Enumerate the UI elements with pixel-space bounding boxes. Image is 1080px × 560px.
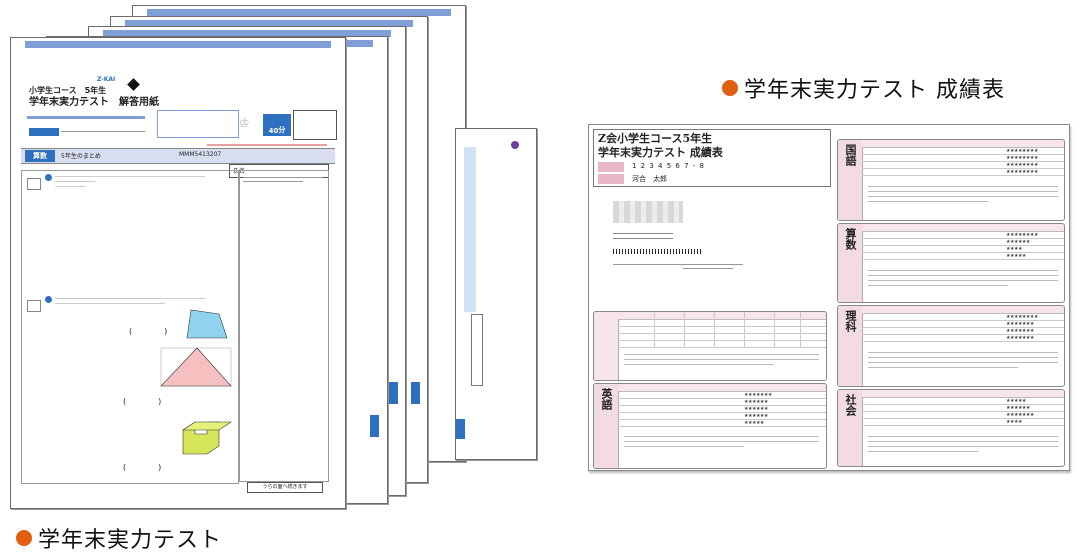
math-comment-lines xyxy=(868,266,1058,290)
member-no: 1 2 3 4 5 6 7 - 8 xyxy=(632,162,705,170)
social-comment-lines xyxy=(868,432,1058,456)
caption-dot-icon xyxy=(16,530,32,546)
section-tab xyxy=(370,415,379,437)
trapezoid-figure xyxy=(186,309,228,339)
code-lines xyxy=(613,261,743,272)
score-box xyxy=(293,110,337,140)
score-graph: ★★★★★★★★★★★★★★★★★★★★★★ xyxy=(1006,398,1034,425)
question-2-marker-icon xyxy=(45,296,52,303)
section-tab xyxy=(411,382,420,404)
subject-name: 国語 xyxy=(844,144,857,166)
time-value: 40 xyxy=(268,127,279,135)
english-comment-lines xyxy=(624,432,819,451)
subject-panel-science: 理科 ★★★★★★★★★★★★★★★★★★★★★★★★★★★★★ xyxy=(837,305,1065,387)
score-graph: ★★★★★★★★★★★★★★★★★★★★★★★★★★★★★★★★ xyxy=(1006,148,1038,175)
subject-panel-japanese: 国語 ★★★★★★★★★★★★★★★★★★★★★★★★★★★★★★★★ xyxy=(837,139,1065,221)
subject-panel-math: 算数 ★★★★★★★★★★★★★★★★★★★★★★★ xyxy=(837,223,1065,303)
problem-lines-1 xyxy=(55,172,205,191)
overall-side xyxy=(594,312,619,380)
brand-logo: Z-KAI xyxy=(97,76,116,83)
english-side: 英語 xyxy=(594,384,619,468)
reference-sheet xyxy=(455,128,537,460)
japanese-comment-lines xyxy=(868,182,1058,206)
date-badge xyxy=(29,128,59,136)
answer-frame xyxy=(21,170,239,484)
score-graph: ★★★★★★★★★★★★★★★★★★★★★★★★★★★★★ xyxy=(1006,314,1038,341)
member-no-badge xyxy=(598,162,624,172)
report-caption-text: 学年末実力テスト 成績表 xyxy=(744,78,1005,103)
student-name: 河合 太郎 xyxy=(632,175,667,183)
unit-label: 5年生のまとめ xyxy=(61,153,101,160)
section-tab xyxy=(389,382,398,404)
report-title-block: Z会小学生コース5年生 学年末実力テスト 成績表 1 2 3 4 5 6 7 -… xyxy=(593,129,831,187)
subject-bar: 算数 5年生のまとめ MMM5413207 xyxy=(21,148,335,164)
crown-icon: ♔ xyxy=(239,116,250,130)
reference-strip xyxy=(464,147,476,312)
next-page-button[interactable]: うらの面へ続きます xyxy=(247,482,323,493)
subject-label: 算数 xyxy=(25,150,55,162)
diamond-icon xyxy=(127,78,140,91)
math-side: 算数 xyxy=(838,224,863,302)
report-title-line2: 学年末実力テスト 成績表 xyxy=(598,146,723,159)
time-unit: 分 xyxy=(278,126,286,134)
subject-name: 英語 xyxy=(600,388,613,410)
question-1-marker-icon xyxy=(45,174,52,181)
date-rule xyxy=(61,131,145,132)
answer-blank[interactable]: ( ) xyxy=(129,327,168,336)
subject-name: 理科 xyxy=(844,310,857,332)
subject-panel-english: 英語 ★★★★★★★★★★★★★★★★★★★★★★★★★★★★★★ xyxy=(593,383,827,469)
overall-score-panel xyxy=(593,311,827,381)
report-card: Z会小学生コース5年生 学年末実力テスト 成績表 1 2 3 4 5 6 7 -… xyxy=(588,124,1070,471)
sheet-code: MMM5413207 xyxy=(179,151,222,158)
answer-box xyxy=(471,314,483,386)
answer-blank[interactable]: ( ) xyxy=(123,463,162,472)
japanese-side: 国語 xyxy=(838,140,863,220)
sheet-title: 学年末実力テスト 解答用紙 xyxy=(29,97,159,108)
report-caption: 学年末実力テスト 成績表 xyxy=(722,72,1005,104)
memo-frame xyxy=(239,170,329,482)
science-side: 理科 xyxy=(838,306,863,386)
barcode xyxy=(613,249,703,254)
question-marker-icon xyxy=(511,141,519,149)
science-comment-lines xyxy=(868,348,1058,372)
subject-panel-social: 社会 ★★★★★★★★★★★★★★★★★★★★★★ xyxy=(837,389,1065,467)
caption-dot-icon xyxy=(722,80,738,96)
solid-figure xyxy=(182,421,232,455)
section-tab xyxy=(456,419,465,439)
triangle-figure xyxy=(160,347,232,387)
score-mini-box xyxy=(27,178,41,190)
address-block-redacted xyxy=(613,201,683,223)
memo-note xyxy=(243,174,323,185)
instructions-box xyxy=(157,110,239,138)
test-caption-text: 学年末実力テスト xyxy=(38,528,223,553)
subject-name: 算数 xyxy=(844,228,857,250)
address-lines xyxy=(613,229,733,243)
score-mini-box xyxy=(27,300,41,312)
sheet-header-bar xyxy=(25,41,331,48)
problem-lines-2 xyxy=(55,294,205,308)
sheet-header-bar xyxy=(103,30,391,37)
score-graph: ★★★★★★★★★★★★★★★★★★★★★★★ xyxy=(1006,232,1038,259)
next-page-label: うらの面へ続きます xyxy=(262,484,308,490)
social-side: 社会 xyxy=(838,390,863,466)
name-badge xyxy=(598,174,624,184)
score-graph: ★★★★★★★★★★★★★★★★★★★★★★★★★★★★★★ xyxy=(744,392,772,426)
report-title-line1: Z会小学生コース5年生 xyxy=(598,132,713,145)
header-rule xyxy=(27,116,145,119)
answer-blank[interactable]: ( ) xyxy=(123,397,162,406)
sheet-header-bar xyxy=(125,20,413,27)
subject-name: 社会 xyxy=(844,394,857,416)
sheet-header-bar xyxy=(147,9,451,16)
course-label: 小学生コース 5年生 xyxy=(29,86,107,95)
test-caption: 学年末実力テスト xyxy=(16,522,222,554)
overall-header xyxy=(618,312,826,320)
overall-comment-lines xyxy=(624,350,819,369)
